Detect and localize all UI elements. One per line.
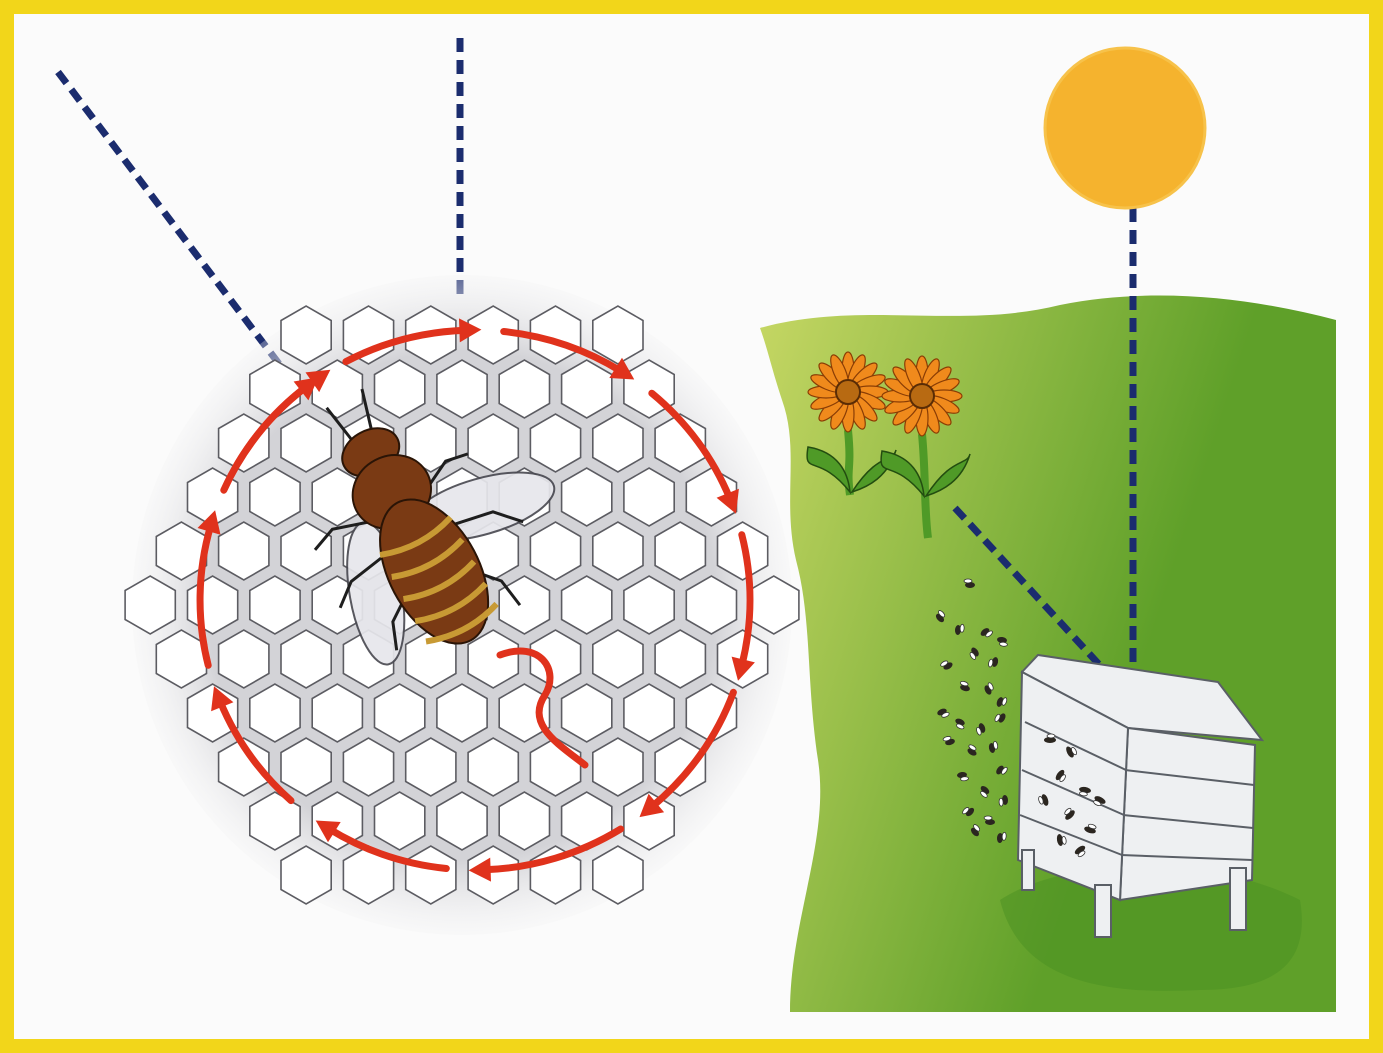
flower-center [910, 384, 934, 408]
hive-leg [1095, 885, 1111, 937]
hive-leg [1022, 850, 1034, 890]
flower-center [836, 380, 860, 404]
sun [1045, 48, 1205, 208]
hive-leg [1230, 868, 1246, 930]
